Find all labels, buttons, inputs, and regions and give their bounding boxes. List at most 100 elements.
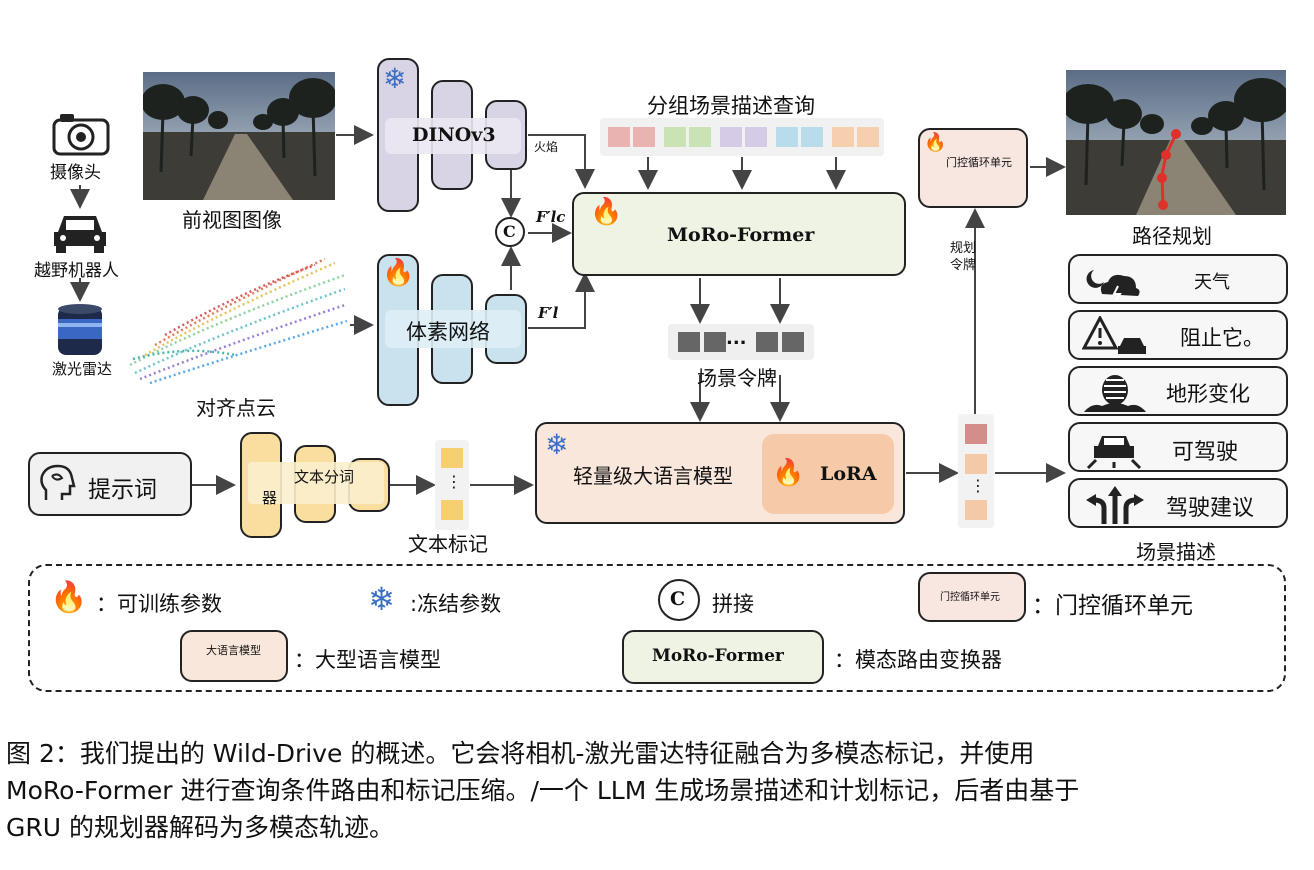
scene-token [678, 332, 700, 352]
camera-label: 摄像头 [50, 163, 101, 183]
camera-icon [52, 112, 110, 156]
gru-block [918, 128, 1028, 208]
legend-concat-circle [658, 579, 700, 621]
figure-caption: 图 2：我们提出的 Wild-Drive 的概述。它会将相机-激光雷达特征融合为… [6, 735, 1306, 846]
legend-llm-box-label: 大语言模型 [206, 644, 261, 657]
scene-token [756, 332, 778, 352]
moro-fire-icon: 🔥 [590, 197, 623, 227]
scene-token [782, 332, 804, 352]
stop-label: 阻止它。 [1180, 326, 1264, 350]
prompt-label: 提示词 [88, 477, 157, 503]
query-token [745, 127, 767, 147]
lora-fire-icon: 🔥 [772, 458, 805, 488]
lidar-icon [54, 303, 106, 357]
query-token [720, 127, 742, 147]
output-drivable: 可驾驶 [1068, 422, 1288, 472]
frozen-snowflake-icon: ❄ [383, 62, 407, 95]
voxel-label: 体素网络 [406, 320, 490, 344]
grouped-query-tokens [600, 118, 884, 156]
scene-description-label: 场景描述 [1136, 540, 1216, 564]
drivable-car-icon [1086, 436, 1142, 470]
query-token [608, 127, 630, 147]
gru-fire-icon: 🔥 [924, 132, 947, 153]
moro-former-label: MoRo-Former [667, 224, 815, 246]
trainable-fire-icon: 🔥 [382, 258, 415, 288]
weather-label: 天气 [1194, 272, 1230, 293]
front-view-image [143, 72, 335, 200]
scene-token-label: 场景令牌 [697, 366, 777, 390]
prompt-box [28, 452, 192, 516]
query-token [857, 127, 879, 147]
output-token-column [958, 414, 994, 528]
output-driving-advice: 驾驶建议 [1068, 478, 1288, 528]
legend-trainable-label: ：可训练参数 [96, 592, 222, 616]
output-stop: 阻止它。 [1068, 310, 1288, 360]
caption-line-1: 图 2：我们提出的 Wild-Drive 的概述。它会将相机-激光雷达特征融合为… [6, 739, 1035, 768]
lora-block [762, 434, 894, 514]
weather-icon [1086, 270, 1140, 300]
grouped-query-title: 分组场景描述查询 [647, 94, 815, 118]
lidar-label: 激光雷达 [52, 360, 113, 378]
scene-token-dots: ... [726, 328, 747, 349]
text-token-label: 文本标记 [408, 532, 488, 556]
text-token-column [435, 440, 469, 530]
legend-moro-box-label: MoRo-Former [652, 646, 784, 666]
legend-gru-label: ：门控循环单元 [1032, 593, 1193, 619]
tokenizer-label-box [248, 462, 384, 504]
legend-moro-label: ：模态路由变换器 [834, 648, 1002, 672]
query-token [633, 127, 655, 147]
legend-fire-icon: 🔥 [50, 580, 88, 615]
llm-snowflake-icon: ❄ [545, 428, 569, 461]
terrain-label: 地形变化 [1166, 382, 1250, 406]
dino-label-box [385, 118, 521, 154]
tokenizer-label-top: 文本分词 [294, 468, 355, 486]
path-planning-image [1066, 70, 1286, 215]
gru-label: 门控循环单元 [946, 156, 1012, 169]
query-token [832, 127, 854, 147]
output-weather: 天气 [1068, 254, 1288, 304]
scene-token [704, 332, 726, 352]
moro-former-block [572, 192, 906, 276]
legend-llm-box [180, 630, 288, 682]
point-cloud-image [125, 255, 350, 385]
front-image-label: 前视图图像 [182, 208, 282, 232]
output-token-dots: ⋮ [970, 476, 986, 495]
legend-concat-symbol: C [670, 588, 686, 610]
legend-snowflake-icon: ❄ [368, 580, 395, 618]
caption-line-2: MoRo-Former 进行查询条件路由和标记压缩。/一个 LLM 生成场景描述… [6, 776, 1080, 805]
query-token [776, 127, 798, 147]
legend-gru-box [918, 572, 1026, 622]
drivable-label: 可驾驶 [1172, 440, 1239, 465]
dino-fire-label: 火焰 [534, 140, 559, 154]
feature-f-l: F′l [538, 304, 559, 322]
warning-car-icon [1082, 316, 1146, 354]
legend-llm-label: ：大型语言模型 [294, 648, 441, 672]
plan-token [965, 424, 987, 444]
point-cloud-label: 对齐点云 [196, 396, 276, 420]
path-planning-label: 路径规划 [1132, 224, 1212, 248]
head-thinking-icon [38, 464, 76, 504]
query-token [801, 127, 823, 147]
robot-car-icon [50, 210, 110, 254]
legend-frozen-label: :冻结参数 [410, 592, 502, 616]
legend-concat-label: 拼接 [712, 592, 754, 616]
caption-line-3: GRU 的规划器解码为多模态轨迹。 [6, 813, 394, 842]
legend-gru-box-label: 门控循环单元 [940, 592, 1000, 603]
output-terrain: 地形变化 [1068, 366, 1288, 416]
scene-desc-token [965, 500, 987, 520]
legend-box [28, 564, 1286, 692]
text-token [441, 500, 463, 520]
voxel-label-box [385, 310, 521, 348]
terrain-tire-icon [1084, 375, 1146, 412]
dino-label: DINOv3 [412, 124, 496, 146]
query-token [689, 127, 711, 147]
robot-label: 越野机器人 [34, 261, 119, 281]
direction-arrows-icon [1086, 486, 1144, 524]
concat-circle [495, 217, 525, 247]
driving-advice-label: 驾驶建议 [1166, 496, 1255, 521]
legend-moro-box [622, 630, 824, 684]
plan-token-label: 规划 令牌 [950, 241, 977, 273]
scene-desc-token [965, 454, 987, 474]
text-token-dots: ⋮ [446, 472, 462, 491]
